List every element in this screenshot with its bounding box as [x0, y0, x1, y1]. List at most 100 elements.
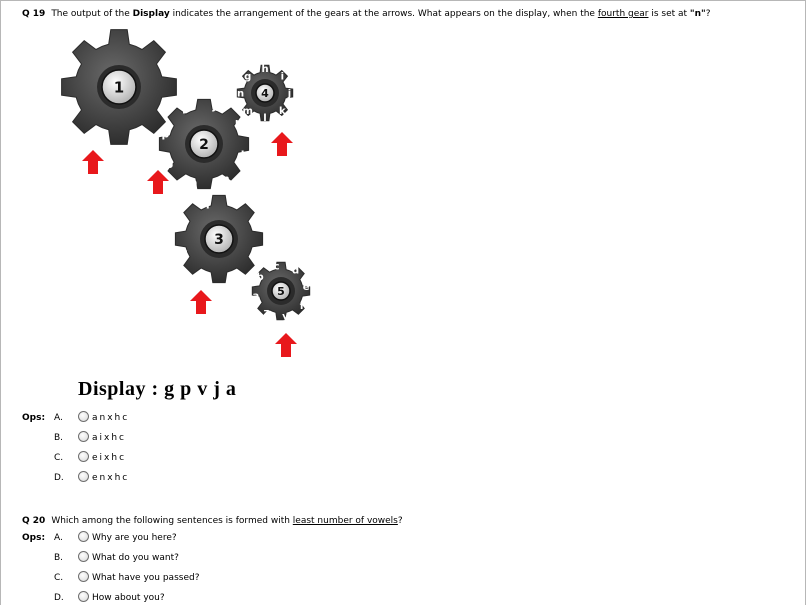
option-letter: A. — [54, 533, 63, 543]
gear-letter: w — [177, 246, 187, 259]
gear-number: 2 — [199, 137, 209, 153]
gear-letter: j — [287, 89, 291, 100]
question-20-number: Q 20 — [22, 516, 46, 526]
gear-letter: c — [274, 262, 280, 273]
q19-text-part: indicates the arrangement of the gears a… — [169, 9, 598, 19]
option-text: aixhc — [92, 433, 126, 443]
q19-option-a[interactable]: A.anxhc — [54, 410, 129, 426]
option-letter: C. — [54, 573, 64, 583]
q20-option-b[interactable]: B. What do you want? — [54, 550, 179, 566]
gear-letter: f — [99, 128, 105, 142]
red-up-arrow-icon — [147, 170, 169, 194]
gear-number: 4 — [261, 87, 269, 100]
gear-letter: e — [303, 282, 310, 293]
option-text: How about you? — [92, 593, 165, 603]
gear-hub — [271, 281, 291, 301]
gear-hub — [255, 83, 275, 103]
gear-letter: n — [237, 89, 244, 100]
gear-letter: m — [218, 173, 229, 186]
gear-letter: z — [263, 308, 269, 319]
option-letter: B. — [54, 433, 64, 443]
gear-hub — [101, 69, 137, 105]
gear-letter: a — [93, 34, 101, 48]
q20-option-a[interactable]: A. Why are you here? — [54, 530, 177, 546]
option-text: What have you passed? — [92, 573, 200, 583]
display-output: Display : g p v j a — [78, 378, 237, 400]
question-20-text: Q 20 Which among the following sentences … — [22, 515, 403, 527]
gear-letter: f — [300, 301, 305, 312]
gear-letter: u — [228, 270, 236, 283]
gear-letter: o — [166, 158, 174, 171]
option-letter: D. — [54, 473, 64, 483]
red-up-arrow-icon — [275, 333, 297, 357]
gear-letter: r — [233, 198, 239, 211]
gear-letter: h — [261, 64, 268, 75]
radio-button-icon[interactable] — [78, 451, 89, 462]
gear-letter: n — [190, 177, 198, 190]
gear-letter: j — [212, 99, 217, 112]
gear-letter: t — [252, 249, 257, 262]
gear-letter: d — [163, 98, 172, 112]
gear-letter: s — [252, 220, 259, 233]
radio-button-icon[interactable] — [78, 571, 89, 582]
q20-option-d[interactable]: D. How about you? — [54, 590, 165, 606]
gear-letter: l — [263, 113, 266, 124]
q19-quoted-letter: "n" — [689, 9, 706, 19]
q19-option-c[interactable]: C. eixhc — [54, 450, 126, 466]
gear-hub — [204, 224, 234, 254]
gear-letter: c — [162, 59, 169, 73]
q19-text-part: ? — [705, 9, 711, 19]
gear-letter: l — [241, 148, 245, 161]
gear-letter: h — [67, 63, 76, 77]
gear-number: 3 — [214, 232, 224, 248]
gear-letter: i — [182, 103, 186, 116]
radio-button-icon[interactable] — [78, 431, 89, 442]
q19-text-part: is set at — [648, 9, 690, 19]
q19-option-b[interactable]: B. aixhc — [54, 430, 126, 446]
gear-hub — [189, 129, 219, 159]
option-text: What do you want? — [92, 553, 179, 563]
gear-letter: m — [242, 106, 252, 117]
red-up-arrow-icon — [190, 290, 212, 314]
radio-button-icon[interactable] — [78, 531, 89, 542]
option-letter: D. — [54, 593, 64, 603]
option-text: enxhc — [92, 473, 130, 483]
gear-letter: k — [279, 106, 286, 117]
option-letter: C. — [54, 453, 64, 463]
q20-text-part: ? — [397, 516, 403, 526]
q19-text-part: The output of the — [51, 9, 133, 19]
radio-button-icon[interactable] — [78, 551, 89, 562]
gear-letter: g — [244, 71, 251, 82]
gear-letter: q — [202, 196, 210, 209]
gear-letter: d — [292, 266, 299, 277]
option-text: anxhc — [92, 413, 130, 423]
gear-number: 1 — [114, 78, 124, 96]
gear-letter: i — [281, 71, 284, 82]
option-text: Why are you here? — [92, 533, 177, 543]
option-text: eixhc — [92, 453, 127, 463]
gear-letter: b — [257, 272, 264, 283]
radio-button-icon[interactable] — [78, 411, 89, 422]
q19-underlined-term: fourth gear — [597, 9, 649, 19]
red-up-arrow-icon — [82, 150, 104, 174]
gear-letter: k — [235, 118, 243, 131]
question-19-number: Q 19 — [22, 9, 46, 19]
q19-option-d[interactable]: D. enxhc — [54, 470, 129, 486]
radio-button-icon[interactable] — [78, 471, 89, 482]
q20-text-part: Which among the following sentences is f… — [51, 516, 293, 526]
q20-underlined-term: least number of vowels — [292, 516, 398, 526]
gear-number: 5 — [277, 285, 285, 298]
radio-button-icon[interactable] — [78, 591, 89, 602]
option-letter: B. — [54, 553, 64, 563]
gear-letter: v — [199, 268, 207, 281]
q19-ops-label: Ops: — [22, 413, 46, 423]
q20-option-c[interactable]: C. What have you passed? — [54, 570, 199, 586]
gear-letter: b — [132, 32, 141, 46]
